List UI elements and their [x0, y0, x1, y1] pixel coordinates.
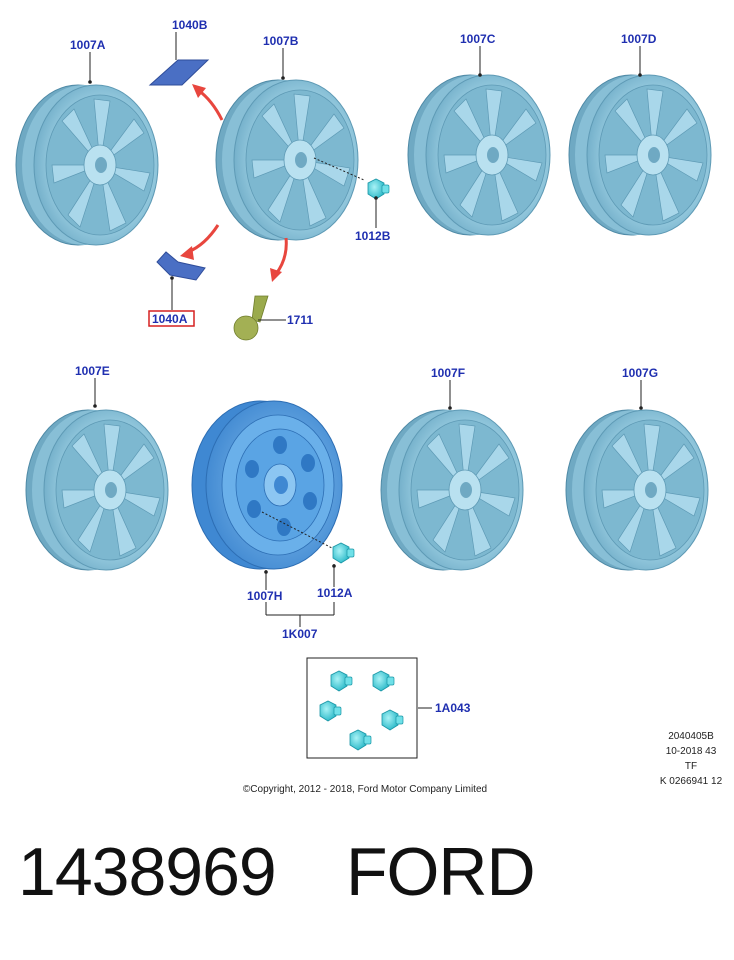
callout-1007c: 1007C — [460, 32, 496, 46]
lock-nut-1012b — [367, 178, 390, 200]
callout-1k007: 1K007 — [282, 627, 318, 641]
highlight-box-1040a — [148, 310, 195, 327]
arrow-heads — [180, 84, 282, 282]
callout-1007a: 1007A — [70, 38, 106, 52]
leader-dots — [88, 73, 643, 574]
drawing-tag: TF — [685, 761, 697, 772]
callout-1711: 1711 — [287, 313, 313, 327]
callout-1007d: 1007D — [621, 32, 657, 46]
brand-name: FORD — [346, 834, 536, 910]
wheel-1007e — [25, 409, 169, 571]
wheel-1007d — [568, 74, 712, 236]
part-number: 1438969 — [18, 834, 277, 910]
wheel-1007g — [565, 409, 709, 571]
callout-1007h: 1007H — [247, 589, 282, 603]
lock-nut-1012a — [332, 542, 355, 564]
label-plate-1040b — [148, 59, 210, 86]
callout-1007b: 1007B — [263, 34, 299, 48]
callout-1007e: 1007E — [75, 364, 110, 378]
label-strip-1040a — [156, 251, 206, 281]
leader-lines — [89, 32, 642, 709]
drawing-ref: K 0266941 12 — [660, 776, 723, 787]
drawing-code: 2040405B — [668, 731, 714, 742]
callout-1040b: 1040B — [172, 18, 208, 32]
callout-1a043: 1A043 — [435, 701, 471, 715]
callout-1040a: 1040A — [152, 312, 188, 326]
wheel-1007a — [15, 84, 159, 246]
valve-stem-1711 — [233, 295, 269, 341]
callout-1012b: 1012B — [355, 229, 391, 243]
drawing-date: 10-2018 43 — [666, 746, 717, 757]
callout-1007g: 1007G — [622, 366, 658, 380]
callout-1007f: 1007F — [431, 366, 465, 380]
callout-1012a: 1012A — [317, 586, 353, 600]
wheel-1007f — [380, 409, 524, 571]
copyright-notice: ©Copyright, 2012 - 2018, Ford Motor Comp… — [243, 784, 487, 795]
wheel-1007h — [191, 400, 343, 570]
wheel-1007c — [407, 74, 551, 236]
wheel-1007b — [215, 79, 359, 241]
